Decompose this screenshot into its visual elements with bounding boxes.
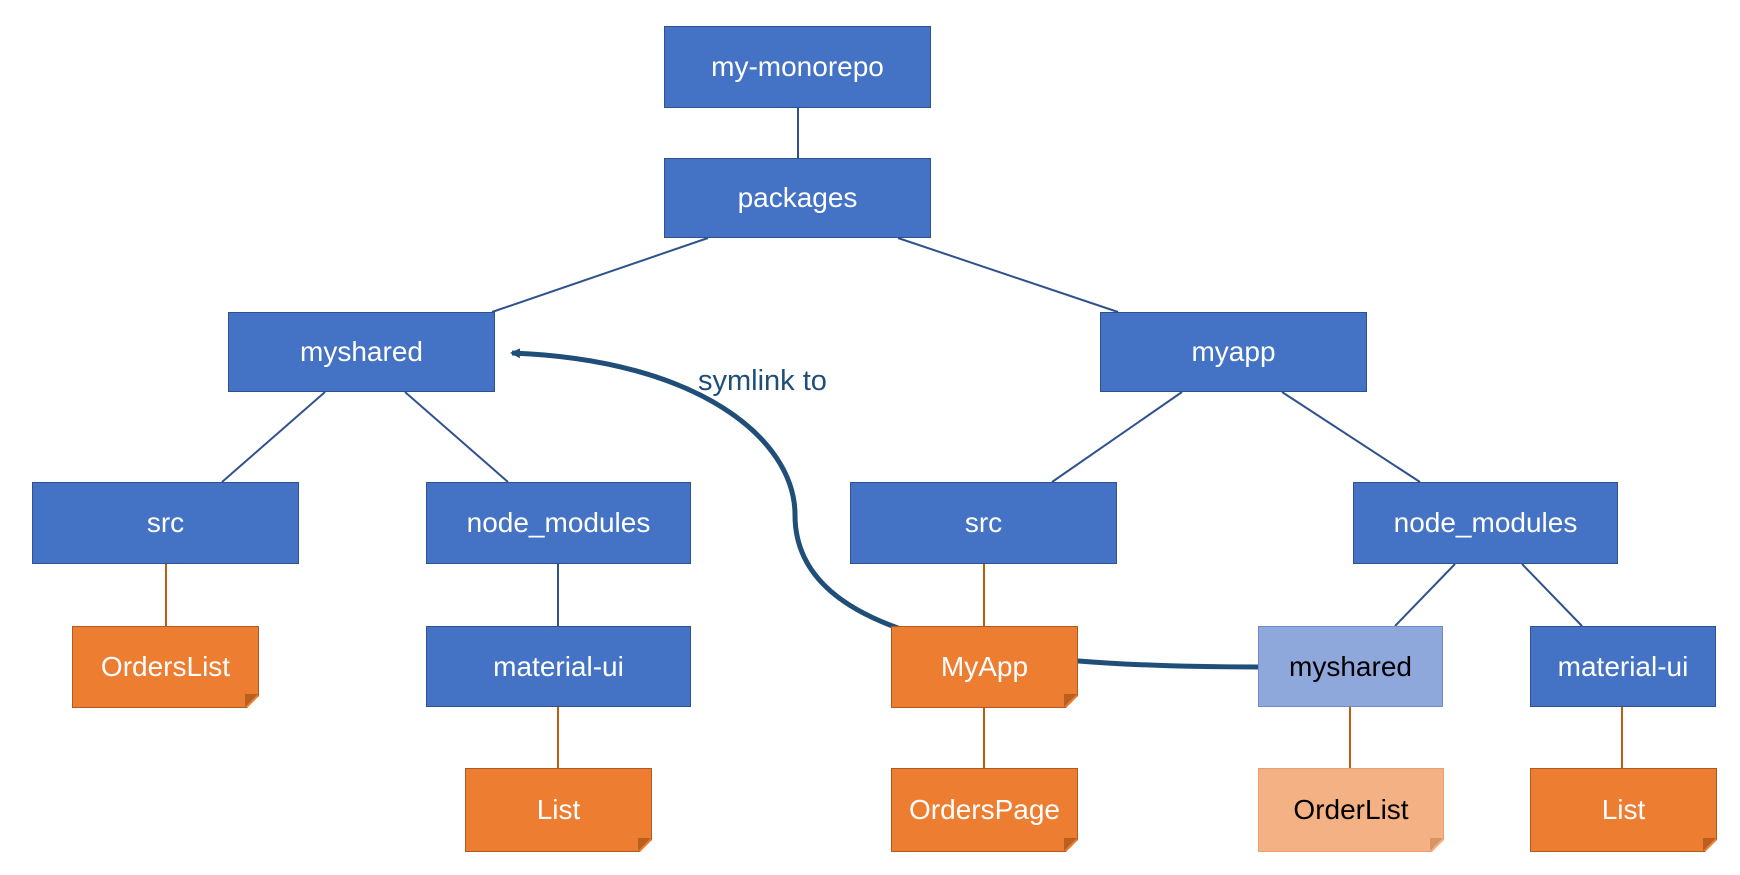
node-myshared-symlink[interactable]: myshared bbox=[1258, 626, 1443, 707]
file-orderslist[interactable]: OrdersList bbox=[72, 626, 260, 709]
symlink-label: symlink to bbox=[698, 365, 827, 397]
edge-myapp-src bbox=[1051, 391, 1183, 483]
file-orderspage[interactable]: OrdersPage bbox=[891, 768, 1079, 853]
file-myapp[interactable]: MyApp bbox=[891, 626, 1079, 709]
node-myshared-node-modules[interactable]: node_modules bbox=[426, 482, 691, 564]
node-myshared[interactable]: myshared bbox=[228, 312, 495, 392]
file-orderlist-linked[interactable]: OrderList bbox=[1258, 768, 1445, 853]
file-list-myshared[interactable]: List bbox=[465, 768, 653, 853]
node-myshared-material-ui[interactable]: material-ui bbox=[426, 626, 691, 707]
edge-packages-myshared bbox=[491, 237, 709, 313]
node-packages[interactable]: packages bbox=[664, 158, 931, 238]
edge-myshared-src bbox=[221, 391, 326, 483]
edge-myapp-nm-myshared-link bbox=[1394, 563, 1456, 627]
node-my-monorepo[interactable]: my-monorepo bbox=[664, 26, 931, 108]
edge-packages-myapp bbox=[897, 237, 1119, 313]
node-myapp-src[interactable]: src bbox=[850, 482, 1117, 564]
node-myapp-material-ui[interactable]: material-ui bbox=[1530, 626, 1716, 707]
edge-myapp-nm-material-ui bbox=[1521, 563, 1583, 627]
file-list-myapp[interactable]: List bbox=[1530, 768, 1718, 853]
edge-myapp-node-modules bbox=[1281, 391, 1421, 483]
node-myapp-node-modules[interactable]: node_modules bbox=[1353, 482, 1618, 564]
edge-myshared-node-modules bbox=[404, 391, 509, 483]
node-myapp[interactable]: myapp bbox=[1100, 312, 1367, 392]
node-myshared-src[interactable]: src bbox=[32, 482, 299, 564]
